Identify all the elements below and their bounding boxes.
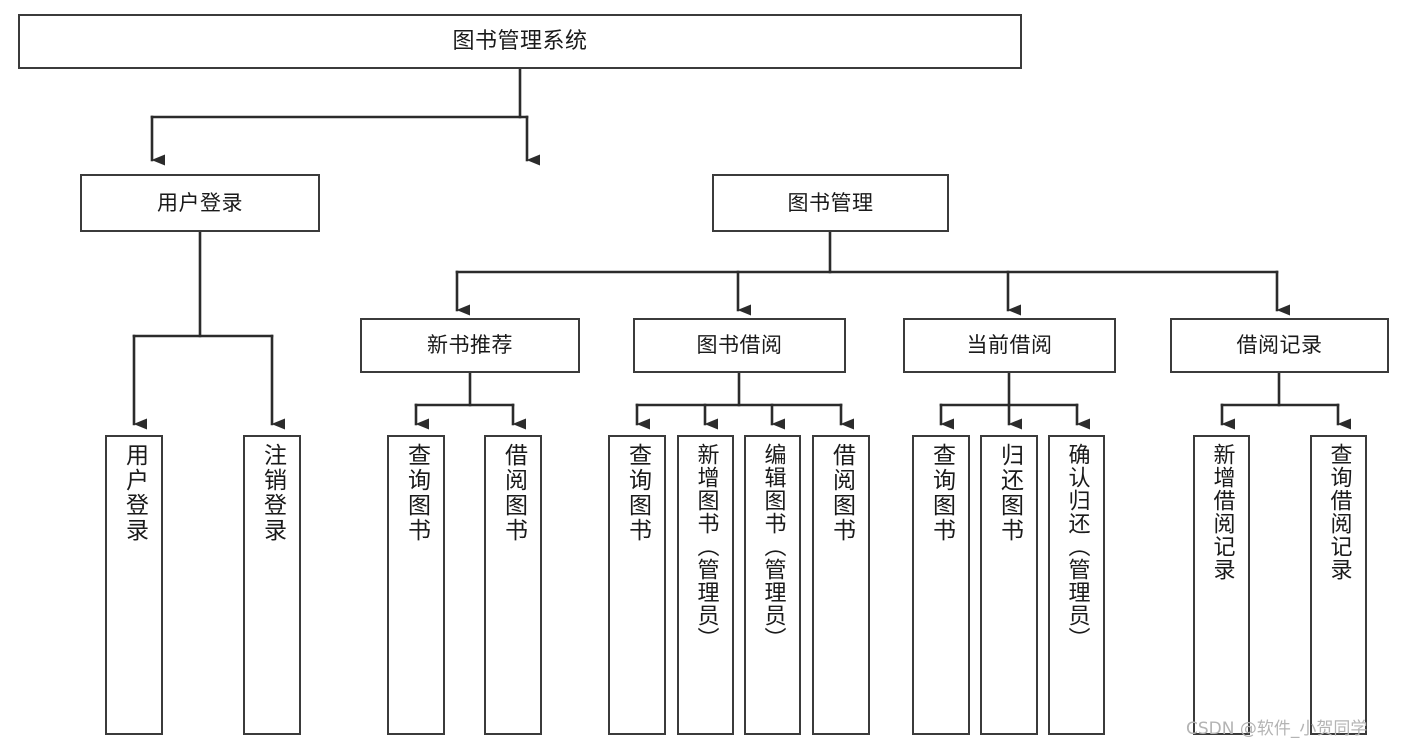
- leaf-borrow-book[interactable]: 借阅图书: [812, 435, 870, 735]
- node-label: 归还图书: [996, 443, 1023, 543]
- leaf-user-login[interactable]: 用户登录: [105, 435, 163, 735]
- node-root-book-management-system[interactable]: 图书管理系统: [18, 14, 1022, 69]
- node-label: 确认归还（管理员）: [1064, 443, 1090, 650]
- node-label: 查询图书: [928, 443, 955, 543]
- node-label: 用户登录: [157, 190, 243, 215]
- node-label: 编辑图书（管理员）: [760, 443, 786, 650]
- leaf-edit-book-admin[interactable]: 编辑图书（管理员）: [744, 435, 801, 735]
- node-book-management[interactable]: 图书管理: [712, 174, 949, 232]
- leaf-query-book-current[interactable]: 查询图书: [912, 435, 970, 735]
- node-current-borrow[interactable]: 当前借阅: [903, 318, 1116, 373]
- node-borrow-record[interactable]: 借阅记录: [1170, 318, 1389, 373]
- node-label: 查询图书: [624, 443, 651, 543]
- leaf-confirm-return-admin[interactable]: 确认归还（管理员）: [1048, 435, 1105, 735]
- node-label: 图书管理系统: [452, 28, 588, 54]
- leaf-logout[interactable]: 注销登录: [243, 435, 301, 735]
- node-label: 图书借阅: [696, 333, 783, 358]
- leaf-query-book-recommend[interactable]: 查询图书: [387, 435, 445, 735]
- node-label: 查询借阅记录: [1326, 443, 1352, 581]
- leaf-add-borrow-record[interactable]: 新增借阅记录: [1193, 435, 1250, 735]
- node-label: 图书管理: [787, 190, 874, 215]
- node-user-login[interactable]: 用户登录: [80, 174, 320, 232]
- node-new-book-recommend[interactable]: 新书推荐: [360, 318, 580, 373]
- node-label: 新增图书（管理员）: [693, 443, 719, 650]
- node-label: 借阅图书: [828, 443, 855, 543]
- node-label: 注销登录: [259, 443, 286, 543]
- leaf-add-book-admin[interactable]: 新增图书（管理员）: [677, 435, 734, 735]
- leaf-return-book[interactable]: 归还图书: [980, 435, 1038, 735]
- node-label: 借阅图书: [500, 443, 527, 543]
- node-book-borrow[interactable]: 图书借阅: [633, 318, 846, 373]
- node-label: 新书推荐: [427, 333, 513, 358]
- csdn-watermark: CSDN @软件_小贺同学: [1186, 719, 1368, 739]
- node-label: 新增借阅记录: [1209, 443, 1235, 581]
- leaf-query-borrow-record[interactable]: 查询借阅记录: [1310, 435, 1367, 735]
- node-label: 借阅记录: [1236, 333, 1323, 358]
- node-label: 查询图书: [403, 443, 430, 543]
- node-label: 当前借阅: [966, 333, 1053, 358]
- leaf-borrow-book-recommend[interactable]: 借阅图书: [484, 435, 542, 735]
- leaf-query-book-borrow[interactable]: 查询图书: [608, 435, 666, 735]
- node-label: 用户登录: [121, 443, 148, 543]
